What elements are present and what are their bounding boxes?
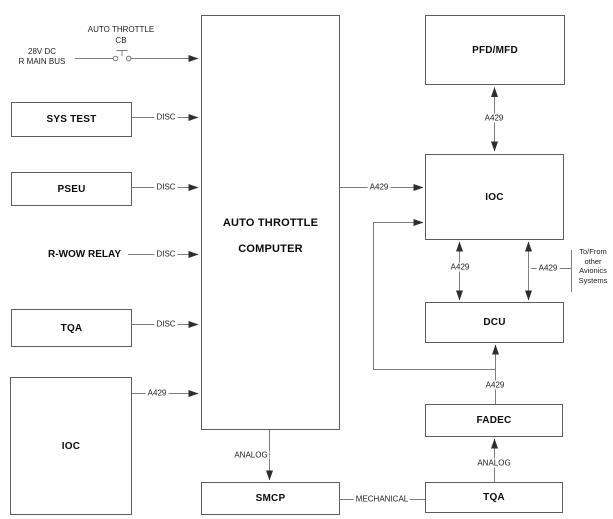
circuit-breaker-icon	[116, 50, 128, 56]
avionics-bracket	[531, 250, 572, 292]
label-to-from-avionics: To/From other Avionics Systems	[578, 247, 608, 285]
block-label: TQA	[483, 492, 505, 503]
block-dcu: DCU	[425, 302, 564, 343]
computer-label-line2: COMPUTER	[238, 243, 303, 255]
block-label: DCU	[483, 317, 506, 328]
label-a429-pfdmfd-ioc: A429	[482, 113, 506, 123]
block-label: PSEU	[57, 183, 86, 195]
block-label: PFD/MFD	[472, 44, 518, 56]
block-label: TQA	[60, 322, 83, 334]
block-tqa-right: TQA	[425, 482, 563, 513]
label-28v-dc-r-main-bus: 28V DC R MAIN BUS	[17, 47, 67, 67]
label-analog-computer-smcp: ANALOG	[232, 450, 270, 460]
label-analog-tqa-fadec: ANALOG	[475, 458, 513, 468]
block-fadec: FADEC	[425, 404, 563, 437]
block-smcp: SMCP	[201, 482, 340, 515]
label-disc-sys-test: DISC	[154, 112, 178, 122]
label-a429-ioc-dcu-left: A429	[448, 262, 472, 272]
block-auto-throttle-computer: AUTO THROTTLE COMPUTER	[201, 15, 340, 430]
block-label: IOC	[61, 440, 81, 452]
block-ioc-right: IOC	[425, 154, 564, 240]
block-rwow-relay: R-WOW RELAY	[48, 249, 121, 260]
block-label: SMCP	[255, 493, 286, 504]
label-mechanical: MECHANICAL	[353, 494, 411, 504]
label-disc-tqa: DISC	[154, 319, 178, 329]
block-label: IOC	[485, 191, 504, 203]
block-label: FADEC	[476, 415, 512, 426]
block-ioc-left: IOC	[10, 377, 132, 515]
label-a429-ioc-dcu-right: A429	[536, 263, 560, 273]
label-disc-rwow: DISC	[154, 249, 178, 259]
label-a429-fadec-dcu: A429	[483, 380, 507, 390]
label-a429-computer-ioc: A429	[367, 182, 391, 192]
label-a429-ioc-left: A429	[145, 388, 169, 398]
wire-28v-bus	[75, 50, 199, 62]
block-tqa-left: TQA	[11, 309, 132, 347]
wire-fadec-branch-to-ioc	[373, 219, 496, 370]
block-label: SYS TEST	[46, 114, 97, 125]
block-pfd-mfd: PFD/MFD	[425, 15, 565, 85]
block-pseu: PSEU	[11, 172, 132, 206]
computer-label-line1: AUTO THROTTLE	[222, 217, 319, 229]
label-auto-throttle-cb: AUTO THROTTLE CB	[86, 24, 156, 46]
label-disc-pseu: DISC	[154, 182, 178, 192]
block-sys-test: SYS TEST	[11, 102, 132, 137]
